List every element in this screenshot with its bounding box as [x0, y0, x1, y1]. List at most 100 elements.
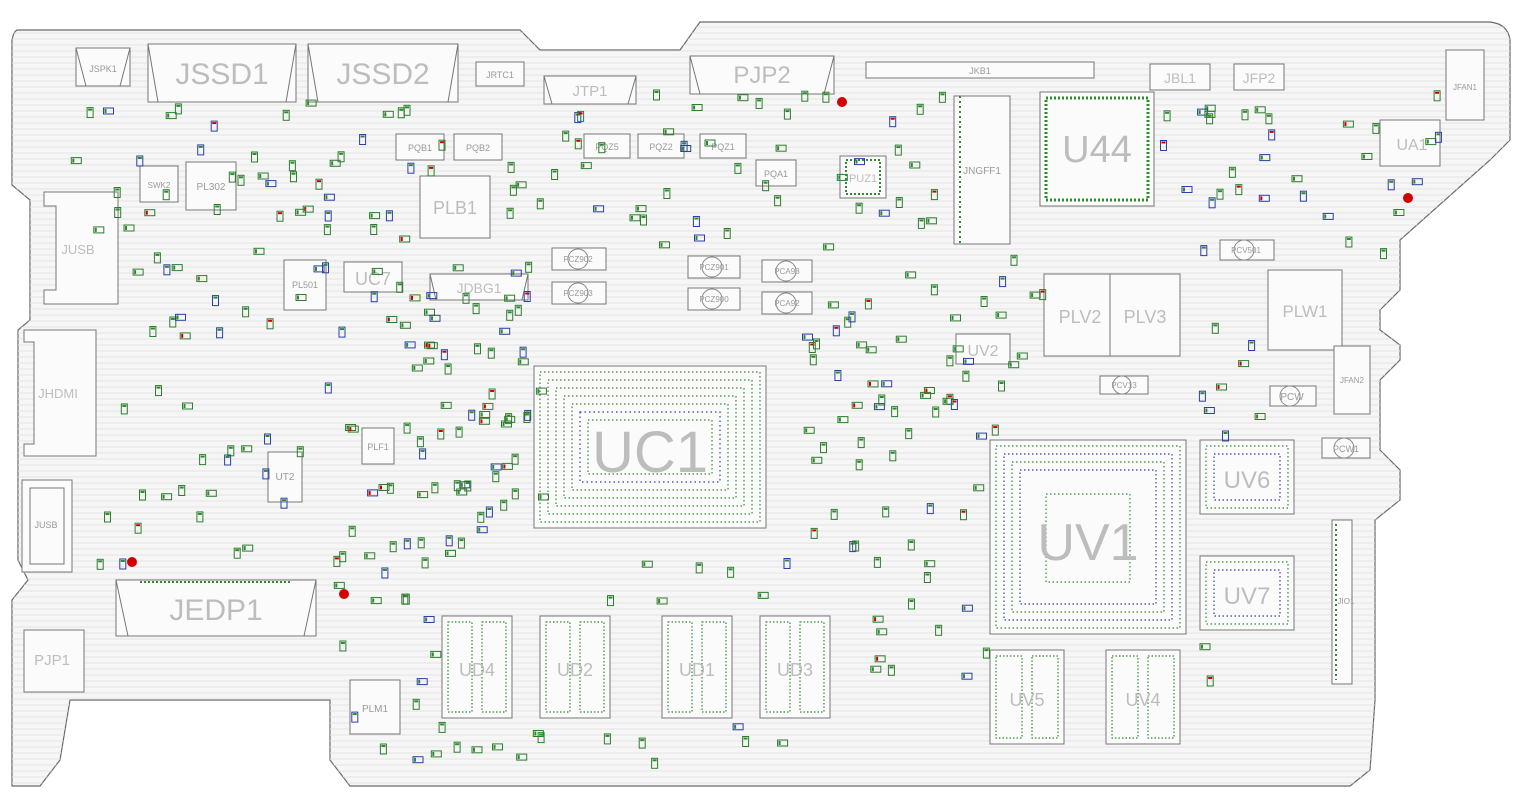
- smd-pad: [460, 482, 463, 487]
- smd-pad: [176, 104, 181, 107]
- smd-part: [359, 134, 367, 145]
- component-ud4: UD4: [441, 615, 513, 719]
- smd-part: [991, 424, 999, 436]
- smd-pad: [932, 285, 937, 288]
- smd-part: [926, 503, 934, 515]
- component-plm1: PLM1: [349, 679, 401, 735]
- smd-pad: [266, 181, 269, 186]
- svg-text:PLV3: PLV3: [1124, 307, 1167, 327]
- smd-pad: [919, 219, 924, 222]
- smd-pad: [694, 217, 699, 220]
- smd-part: [659, 241, 670, 249]
- smd-pad: [268, 319, 273, 322]
- component-pcz901: PCZ901: [687, 255, 741, 279]
- svg-text:PUZ1: PUZ1: [849, 173, 877, 185]
- smd-pad: [928, 504, 933, 507]
- smd-part: [96, 558, 104, 570]
- smd-part: [1199, 643, 1211, 651]
- smd-pad: [431, 316, 433, 321]
- smd-part: [381, 567, 389, 579]
- smd-pad: [875, 404, 878, 409]
- smd-pad: [478, 513, 483, 516]
- smd-pad: [537, 389, 540, 394]
- smd-pad: [507, 311, 512, 314]
- smd-pad: [380, 485, 382, 490]
- smd-part: [479, 411, 491, 418]
- smd-pad: [424, 359, 427, 363]
- smd-part: [123, 224, 135, 232]
- smd-pad: [777, 146, 780, 151]
- smd-part: [216, 327, 224, 339]
- smd-part: [923, 572, 931, 583]
- smd-part: [455, 426, 463, 438]
- smd-pad: [563, 132, 568, 135]
- smd-pad: [850, 312, 854, 315]
- smd-pad: [1183, 187, 1185, 192]
- smd-pad: [853, 403, 856, 408]
- smd-pad: [539, 733, 544, 736]
- smd-part: [832, 325, 840, 337]
- smd-pad: [951, 315, 954, 320]
- smd-pad: [534, 731, 537, 736]
- smd-part: [155, 385, 162, 397]
- smd-part: [783, 558, 791, 569]
- svg-text:UA1: UA1: [1396, 137, 1427, 154]
- smd-pad: [431, 652, 434, 657]
- smd-pad: [115, 208, 120, 211]
- smd-pad: [428, 343, 431, 348]
- smd-pad: [925, 573, 930, 576]
- smd-part: [538, 493, 549, 501]
- svg-text:UC7: UC7: [355, 269, 391, 289]
- smd-part: [482, 402, 494, 410]
- smd-part: [524, 409, 532, 421]
- smd-part: [412, 756, 424, 764]
- smd-part: [280, 497, 288, 509]
- smd-pad: [890, 451, 895, 454]
- smd-part: [213, 204, 221, 215]
- smd-pad: [759, 593, 762, 598]
- smd-pad: [225, 456, 230, 458]
- smd-pad: [1205, 112, 1208, 117]
- smd-part: [438, 721, 446, 733]
- smd-part: [427, 165, 435, 177]
- smd-pad: [936, 626, 941, 629]
- smd-pad: [832, 510, 837, 513]
- component-plv2: PLV2: [1043, 273, 1115, 357]
- component-pca92: PCA92: [761, 291, 813, 315]
- component-uv7: UV7: [1199, 555, 1295, 631]
- smd-pad: [1413, 179, 1416, 184]
- smd-pad: [697, 563, 702, 566]
- smd-part: [1254, 106, 1266, 114]
- svg-text:UV5: UV5: [1009, 690, 1044, 710]
- smd-part: [136, 155, 144, 167]
- svg-text:PQZ1: PQZ1: [711, 142, 735, 152]
- smd-pad: [432, 751, 435, 756]
- smd-part: [517, 358, 529, 366]
- smd-pad: [927, 218, 930, 223]
- smd-pad: [506, 414, 511, 417]
- smd-part: [478, 417, 490, 425]
- smd-pad: [637, 206, 639, 211]
- smd-pad: [440, 141, 444, 144]
- component-jdbg1: JDBG1: [429, 273, 529, 301]
- smd-pad: [207, 491, 210, 496]
- smd-pad: [339, 152, 344, 155]
- smd-part: [1393, 209, 1405, 216]
- smd-pad: [1009, 362, 1012, 367]
- smd-part: [457, 537, 465, 549]
- smd-pad: [384, 112, 387, 117]
- smd-pad: [906, 429, 911, 432]
- smd-pad: [853, 542, 858, 544]
- smd-pad: [866, 299, 871, 302]
- svg-text:JRTC1: JRTC1: [486, 70, 514, 80]
- smd-pad: [500, 329, 503, 334]
- component-pqz5: PQZ5: [583, 133, 631, 159]
- smd-pad: [197, 276, 200, 281]
- smd-pad: [695, 236, 698, 240]
- smd-pad: [98, 560, 103, 563]
- smd-part: [119, 558, 127, 570]
- smd-part: [1434, 131, 1442, 143]
- smd-part: [1206, 675, 1214, 687]
- smd-pad: [1436, 133, 1441, 136]
- smd-part: [878, 394, 886, 406]
